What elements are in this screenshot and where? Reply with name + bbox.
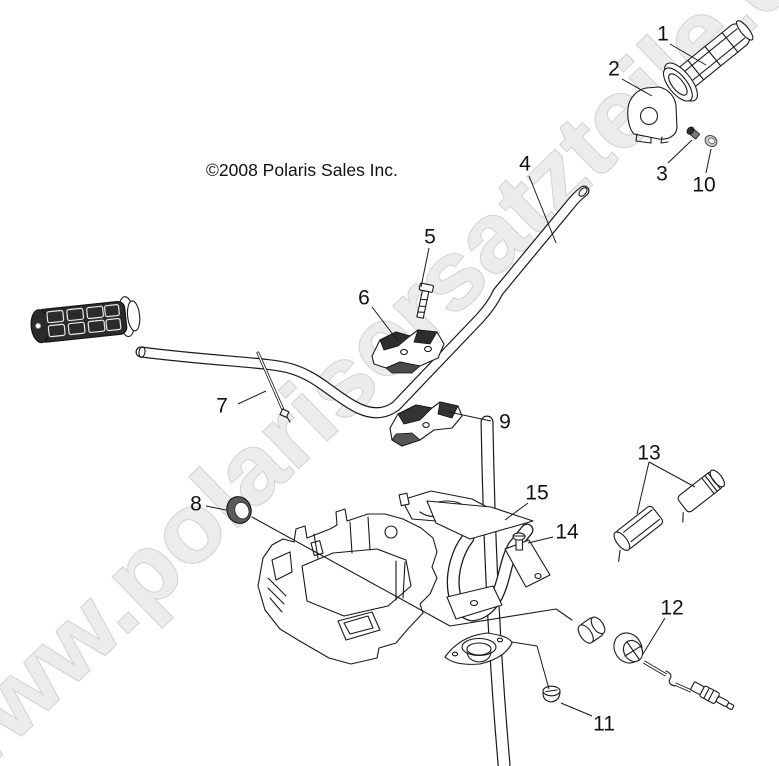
- leader-line-12: [642, 617, 666, 655]
- part-8-grommet: [226, 496, 252, 524]
- leader-line-5: [420, 247, 430, 288]
- callout-10-bushing: 10: [692, 174, 715, 197]
- leader-line-11: [511, 641, 538, 647]
- callout-12-throttle-cable: 12: [660, 597, 683, 620]
- part-12-throttle-cable: [577, 616, 735, 711]
- part-7-cable-tie: [256, 351, 291, 423]
- part-headlight-pod-housing: [257, 508, 438, 665]
- leader-line-9: [448, 411, 492, 422]
- callout-7-cable-tie: 7: [216, 395, 228, 418]
- leader-line-3: [667, 139, 693, 164]
- leader-line-11: [536, 645, 550, 690]
- leader-line-4: [528, 175, 557, 244]
- leader-line-7: [237, 390, 267, 405]
- callout-4-handlebar: 4: [519, 153, 531, 176]
- callout-14-bracket-screw: 14: [555, 521, 579, 544]
- part-3-housing-screw: [686, 126, 700, 140]
- callout-1-throttle-grip: 1: [657, 23, 669, 46]
- leader-line-13: [648, 461, 696, 488]
- part-left-grip: [30, 296, 141, 344]
- part-6-upper-clamp: [371, 329, 445, 374]
- callout-8-grommet: 8: [190, 493, 202, 516]
- part-11-post-nut: [542, 685, 561, 703]
- callout-11-post-nut: 11: [593, 713, 615, 736]
- callout-15-steering-bracket: 15: [525, 482, 548, 505]
- leader-line-13: [636, 461, 650, 515]
- callout-13-grip-end-plugs: 13: [637, 442, 660, 465]
- reference-line-grommet-to-cable: [251, 516, 573, 627]
- part-2-throttle-housing: [627, 86, 678, 144]
- leader-line-10: [705, 148, 712, 174]
- part-1-throttle-grip: [662, 20, 754, 102]
- part-5-clamp-bolt: [416, 282, 434, 319]
- leader-line-15: [504, 502, 529, 521]
- callout-2-throttle-housing: 2: [608, 58, 620, 81]
- part-10-bushing: [704, 134, 718, 148]
- leader-line-6: [371, 306, 399, 342]
- callout-3-housing-screw: 3: [656, 163, 668, 186]
- part-15-steering-bracket: [398, 490, 551, 622]
- leader-line-11: [560, 702, 593, 717]
- leader-line-2: [621, 78, 653, 97]
- part-14-bracket-screw: [512, 532, 526, 551]
- leader-line-8: [205, 505, 227, 511]
- part-13-grip-end-plugs: [613, 469, 725, 562]
- part-post-flange-plate: [444, 632, 513, 665]
- callout-6-upper-clamp: 6: [358, 287, 370, 310]
- copyright-text: ©2008 Polaris Sales Inc.: [206, 160, 398, 180]
- leader-line-1: [669, 43, 707, 66]
- part-4-handlebar: [135, 185, 590, 419]
- callout-5-clamp-bolt: 5: [424, 226, 436, 249]
- callout-9-lower-clamp: 9: [499, 411, 511, 434]
- leader-line-14: [527, 536, 554, 544]
- part-9-lower-clamp: [389, 401, 463, 447]
